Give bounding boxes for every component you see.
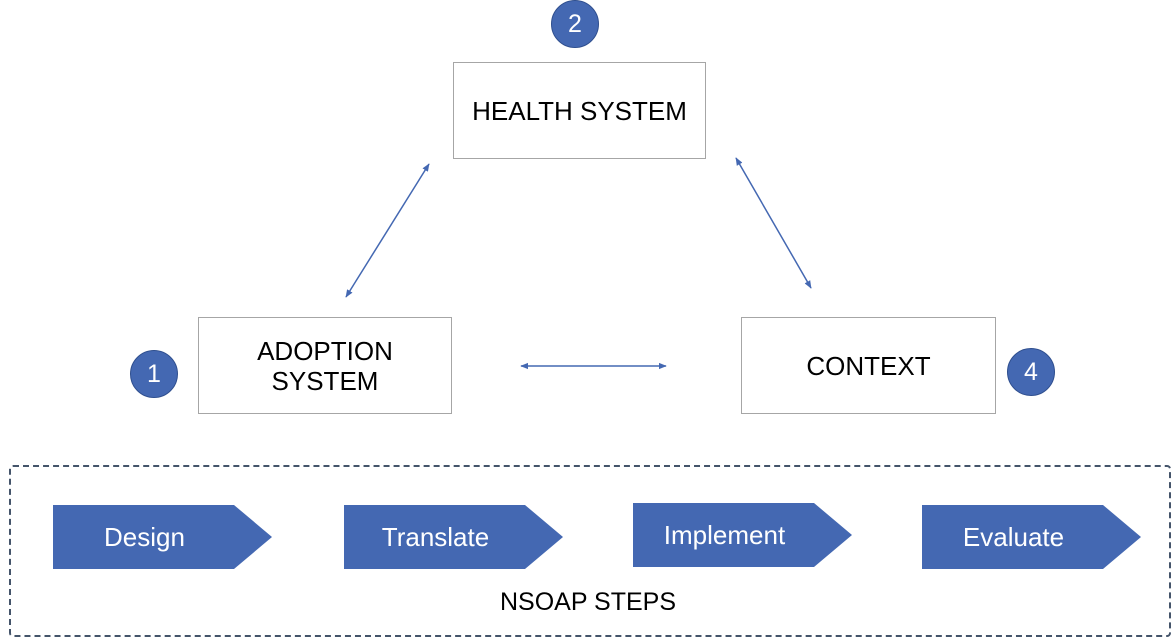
nsoap-steps-label: NSOAP STEPS	[500, 588, 676, 616]
step-evaluate: Evaluate	[922, 505, 1141, 569]
context-label: CONTEXT	[806, 350, 931, 381]
step-translate-label: Translate	[381, 521, 490, 552]
step-design-label: Design	[104, 521, 185, 552]
step-design: Design	[53, 505, 272, 569]
adoption-system-box: ADOPTION SYSTEM	[198, 317, 452, 414]
arrow-adoption-health	[345, 163, 430, 298]
step-implement: Implement	[633, 503, 852, 567]
health-system-label: HEALTH SYSTEM	[472, 95, 687, 126]
health-system-box: HEALTH SYSTEM	[453, 62, 706, 159]
badge-adoption-system: 1	[130, 350, 178, 398]
arrow-health-context	[735, 157, 812, 289]
step-translate: Translate	[344, 505, 563, 569]
badge-health-system: 2	[551, 0, 599, 48]
adoption-system-label-line2: SYSTEM	[271, 365, 379, 396]
step-implement-label: Implement	[663, 519, 786, 550]
nsoap-steps-frame	[9, 465, 1171, 637]
badge-context: 4	[1007, 348, 1055, 396]
step-evaluate-label: Evaluate	[962, 521, 1065, 552]
context-box: CONTEXT	[741, 317, 996, 414]
adoption-system-label-line1: ADOPTION	[257, 335, 393, 366]
